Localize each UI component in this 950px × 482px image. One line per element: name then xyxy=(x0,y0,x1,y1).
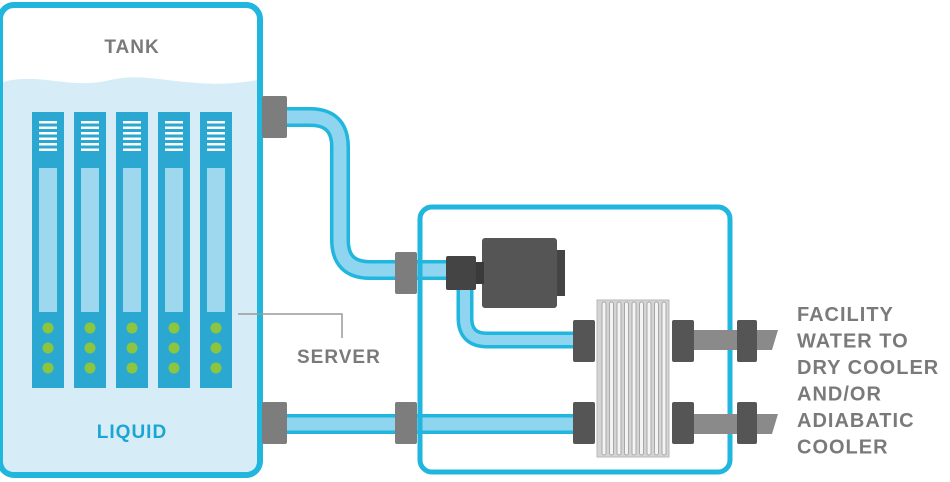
server-led xyxy=(84,322,96,334)
server-led xyxy=(210,342,222,354)
server-card xyxy=(200,112,232,388)
server-group xyxy=(32,112,232,388)
server-vent-slot xyxy=(39,132,57,135)
server-drive-bay xyxy=(207,168,225,312)
server-vent-slot xyxy=(207,121,225,124)
facility-pipes xyxy=(690,330,778,434)
heat-exchanger-plate xyxy=(654,301,659,456)
server-vent-slot xyxy=(165,143,183,146)
tank-inlet-connector xyxy=(262,402,287,444)
facility-outer-connector-bottom xyxy=(737,402,757,444)
server-led xyxy=(210,322,222,334)
server-vent-slot xyxy=(123,143,141,146)
server-led xyxy=(42,342,54,354)
cdu-inlet-connector xyxy=(395,252,417,294)
cdu-outlet-connector xyxy=(395,402,417,444)
server-led xyxy=(210,362,222,374)
server-vent-slot xyxy=(39,126,57,129)
facility-label-line: WATER TO xyxy=(797,331,909,353)
heat-exchanger-plate xyxy=(624,301,629,456)
server-led xyxy=(42,322,54,334)
server-vent-slot xyxy=(81,137,99,140)
server-vent-slot xyxy=(39,137,57,140)
heat-exchanger-plate xyxy=(646,301,652,456)
server-led xyxy=(126,322,138,334)
server-vent-slot xyxy=(81,121,99,124)
server-led xyxy=(168,322,180,334)
server-drive-bay xyxy=(39,168,57,312)
pump xyxy=(446,238,565,308)
server-vent-slot xyxy=(39,143,57,146)
server-drive-bay xyxy=(81,168,99,312)
facility-label-line: ADIABATIC xyxy=(797,410,915,432)
facility-label-line: FACILITY xyxy=(797,304,894,326)
facility-label-line: DRY COOLER xyxy=(797,357,939,379)
server-led xyxy=(168,342,180,354)
server-vent-slot xyxy=(123,132,141,135)
server-vent-slot xyxy=(165,137,183,140)
server-vent-slot xyxy=(207,148,225,151)
pump-motor-cap xyxy=(557,250,565,296)
hx-facility-connector-top xyxy=(672,320,694,362)
heat-exchanger-plate xyxy=(616,301,622,456)
server-led xyxy=(84,342,96,354)
server-drive-bay xyxy=(123,168,141,312)
pump-head xyxy=(446,256,476,290)
server-vent-slot xyxy=(123,126,141,129)
server-vent-slot xyxy=(207,132,225,135)
tank-label: TANK xyxy=(104,37,159,58)
server-vent-slot xyxy=(165,121,183,124)
heat-exchanger-plate xyxy=(601,301,607,456)
server-drive-bay xyxy=(165,168,183,312)
server-card xyxy=(158,112,190,388)
server-vent-slot xyxy=(165,148,183,151)
heat-exchanger-plate xyxy=(631,301,637,456)
heat-exchanger-plate xyxy=(609,301,614,456)
server-led xyxy=(84,362,96,374)
pump-motor xyxy=(482,238,557,308)
server-callout-line xyxy=(238,313,343,338)
server-vent-slot xyxy=(39,121,57,124)
server-vent-slot xyxy=(123,148,141,151)
facility-label: FACILITY WATER TO DRY COOLER AND/OR ADIABATI… xyxy=(797,304,939,459)
pump-coupling xyxy=(476,262,484,284)
server-card xyxy=(74,112,106,388)
heat-exchanger xyxy=(596,299,670,458)
server-vent-slot xyxy=(165,132,183,135)
server-vent-slot xyxy=(207,126,225,129)
hx-cold-out-connector xyxy=(573,402,595,444)
server-led xyxy=(126,342,138,354)
facility-label-line: AND/OR xyxy=(797,384,882,406)
server-led xyxy=(168,362,180,374)
facility-supply-pipe xyxy=(690,330,778,350)
hx-facility-connector-bottom xyxy=(672,402,694,444)
pipes xyxy=(285,107,578,434)
tank-outlet-connector xyxy=(262,96,287,138)
server-vent-slot xyxy=(81,143,99,146)
facility-outer-connector-top xyxy=(737,320,757,362)
liquid-label: LIQUID xyxy=(97,422,167,443)
facility-return-pipe xyxy=(690,414,778,434)
server-vent-slot xyxy=(165,126,183,129)
hx-hot-in-connector xyxy=(573,320,595,362)
server-led xyxy=(126,362,138,374)
server-led xyxy=(42,362,54,374)
server-vent-slot xyxy=(123,137,141,140)
server-vent-slot xyxy=(123,121,141,124)
facility-label-line: COOLER xyxy=(797,437,889,459)
server-vent-slot xyxy=(81,148,99,151)
server-vent-slot xyxy=(207,137,225,140)
heat-exchanger-plate xyxy=(661,301,667,456)
server-label: SERVER xyxy=(297,347,381,368)
server-vent-slot xyxy=(39,148,57,151)
server-vent-slot xyxy=(207,143,225,146)
heat-exchanger-plate xyxy=(639,301,644,456)
server-card xyxy=(32,112,64,388)
hot-pipe xyxy=(285,107,455,280)
server-vent-slot xyxy=(81,126,99,129)
server-vent-slot xyxy=(81,132,99,135)
server-card xyxy=(116,112,148,388)
